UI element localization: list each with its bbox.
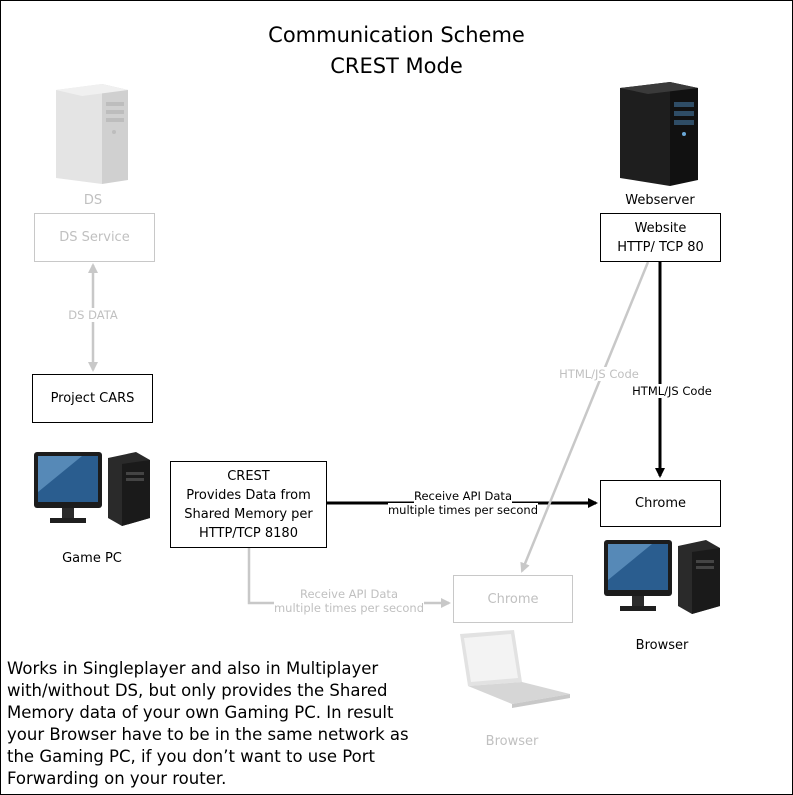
api-main-line-1: Receive API Data bbox=[414, 489, 512, 503]
website-line-2: HTTP/ TCP 80 bbox=[617, 239, 704, 255]
website-box: Website HTTP/ TCP 80 bbox=[600, 213, 721, 262]
browser-laptop-label: Browser bbox=[485, 734, 539, 749]
ds-server-label: DS bbox=[83, 193, 103, 208]
html-js-main-label: HTML/JS Code bbox=[624, 384, 720, 398]
chrome-main-box: Chrome bbox=[600, 480, 721, 527]
tower-server-icon bbox=[620, 82, 698, 186]
browser-desktop-label: Browser bbox=[635, 638, 689, 653]
project-cars-label: Project CARS bbox=[50, 391, 135, 406]
desktop-pc-icon bbox=[604, 540, 720, 614]
project-cars-box: Project CARS bbox=[32, 374, 153, 423]
api-faded-line-1: Receive API Data bbox=[300, 587, 398, 601]
diagram-subtitle: CREST Mode bbox=[330, 54, 463, 78]
api-main-label: Receive API Data multiple times per seco… bbox=[380, 489, 546, 517]
api-main-line-2: multiple times per second bbox=[387, 503, 539, 517]
crest-line-2: Provides Data from bbox=[186, 487, 311, 503]
crest-line-1: CREST bbox=[227, 468, 270, 484]
chrome-main-label: Chrome bbox=[635, 496, 686, 511]
ds-data-label: DS DATA bbox=[58, 308, 128, 322]
ds-service-box: DS Service bbox=[34, 213, 155, 262]
chrome-faded-label: Chrome bbox=[487, 591, 539, 607]
laptop-icon bbox=[460, 630, 570, 708]
website-line-1: Website bbox=[634, 220, 687, 236]
tower-server-icon bbox=[56, 84, 128, 184]
website-to-faded-chrome-connector bbox=[520, 261, 650, 573]
webserver-label: Webserver bbox=[625, 193, 695, 208]
chrome-faded-box: Chrome bbox=[453, 575, 573, 623]
api-faded-label: Receive API Data multiple times per seco… bbox=[266, 587, 432, 615]
crest-line-4: HTTP/TCP 8180 bbox=[199, 525, 298, 541]
api-faded-line-2: multiple times per second bbox=[273, 601, 425, 615]
diagram-title: Communication Scheme bbox=[268, 23, 525, 47]
desktop-pc-icon bbox=[34, 452, 150, 526]
crest-box: CREST Provides Data from Shared Memory p… bbox=[170, 461, 327, 548]
footnote-text: Works in Singleplayer and also in Multip… bbox=[7, 659, 409, 788]
game-pc-label: Game PC bbox=[62, 551, 122, 566]
crest-line-3: Shared Memory per bbox=[184, 506, 313, 522]
ds-service-label: DS Service bbox=[59, 230, 130, 245]
html-js-faded-label: HTML/JS Code bbox=[551, 367, 647, 381]
